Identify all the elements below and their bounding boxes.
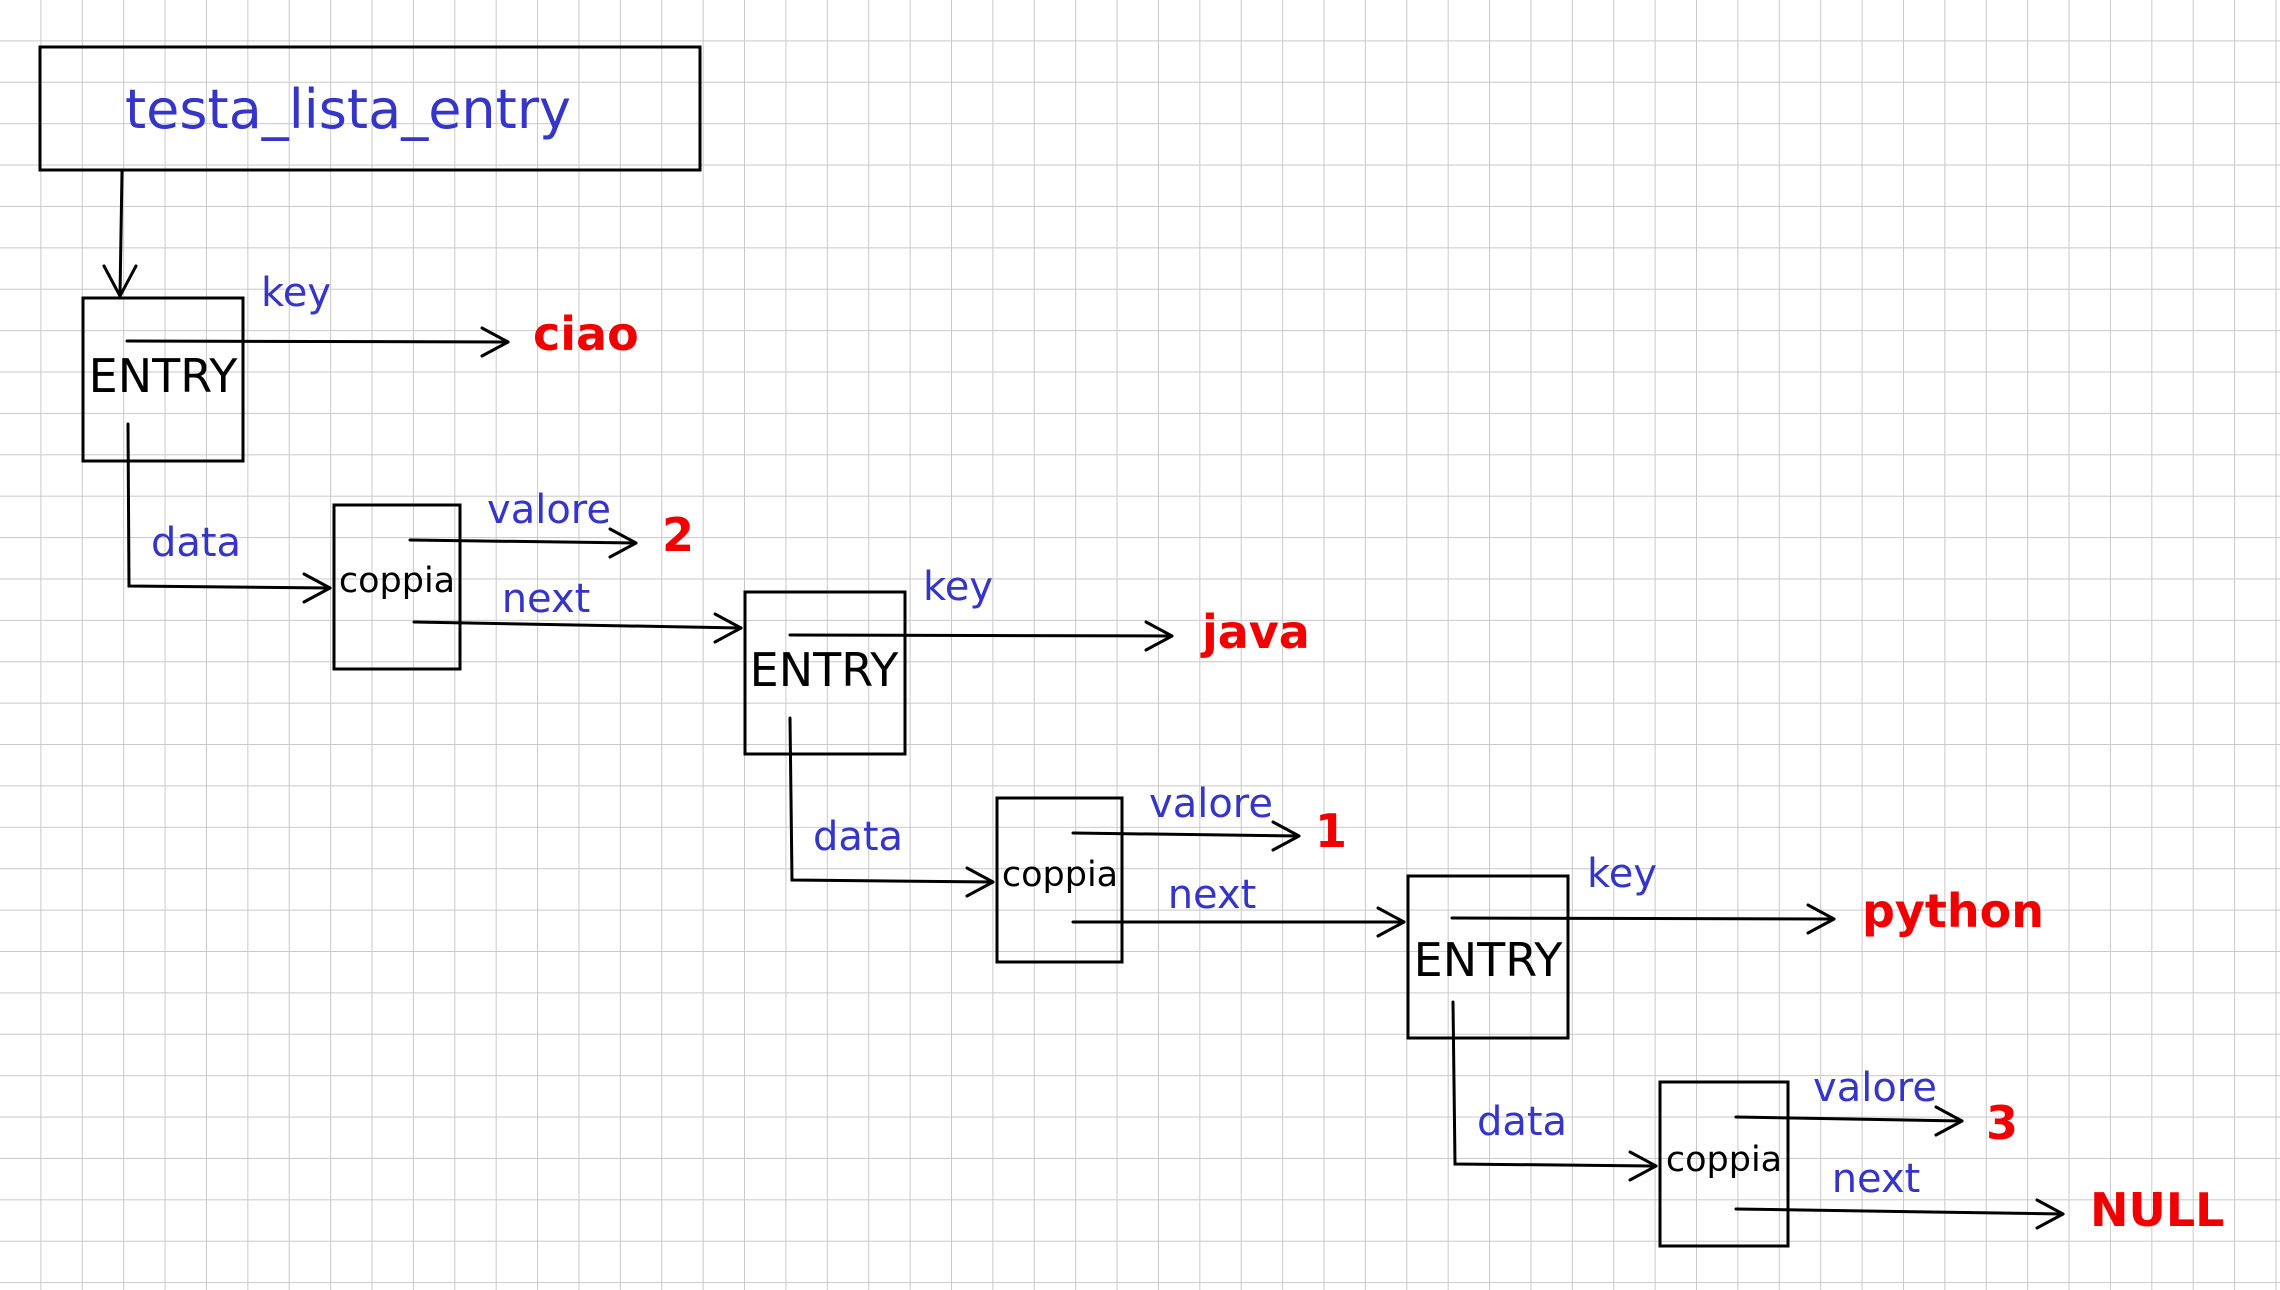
- key-arrow-3: [1450, 916, 1836, 921]
- head-pointer-arrow: [118, 170, 124, 298]
- entry-label-1: ENTRY: [89, 349, 239, 403]
- key-value-2: java: [1200, 605, 1310, 659]
- entry-label-3: ENTRY: [1414, 933, 1564, 987]
- valore-label-3: valore: [1813, 1065, 1937, 1111]
- data-arrowhead-3: [1628, 1150, 1658, 1182]
- valore-arrow-3: [1734, 1115, 1964, 1123]
- next-label-3: next: [1832, 1156, 1921, 1202]
- key-arrowhead-1: [480, 326, 510, 358]
- valore-arrowhead-2: [1271, 820, 1301, 852]
- valore-value-3: 3: [1986, 1096, 2018, 1150]
- coppia-label-1: coppia: [339, 561, 455, 601]
- next-label-2: next: [1168, 872, 1257, 918]
- coppia-label-2: coppia: [1002, 855, 1118, 895]
- head-pointer-arrowhead: [102, 264, 138, 298]
- coppia-box-3: [1658, 1080, 1790, 1248]
- next-arrow-3: [1734, 1207, 2065, 1216]
- data-arrowhead-2: [965, 866, 995, 898]
- data-arrow-3: [1451, 1000, 1658, 1168]
- data-arrowhead-1: [302, 572, 332, 604]
- key-arrowhead-2: [1144, 620, 1174, 652]
- entry-box-3: [1406, 874, 1570, 1040]
- valore-arrowhead-3: [1934, 1105, 1964, 1137]
- null-terminator: NULL: [2090, 1183, 2224, 1237]
- key-value-3: python: [1862, 884, 2044, 938]
- entry-box-1: [81, 296, 245, 463]
- next-arrowhead-1: [713, 612, 743, 644]
- next-arrowhead-2: [1376, 906, 1406, 938]
- coppia-box-1: [332, 503, 462, 671]
- next-arrow-1: [412, 620, 743, 630]
- valore-arrowhead-1: [608, 527, 638, 559]
- data-label-3: data: [1477, 1099, 1567, 1145]
- valore-arrow-2: [1071, 831, 1301, 838]
- entry-box-2: [743, 590, 907, 756]
- key-arrow-2: [788, 633, 1174, 638]
- data-label-2: data: [813, 814, 903, 860]
- coppia-box-2: [995, 796, 1124, 964]
- key-label-3: key: [1587, 851, 1657, 897]
- key-label-1: key: [261, 270, 331, 316]
- key-arrowhead-3: [1806, 903, 1836, 935]
- valore-label-1: valore: [487, 487, 611, 533]
- valore-label-2: valore: [1149, 781, 1273, 827]
- data-arrow-2: [788, 716, 995, 884]
- next-arrowhead-3: [2035, 1198, 2065, 1230]
- coppia-label-3: coppia: [1666, 1140, 1782, 1180]
- valore-arrow-1: [408, 538, 638, 545]
- head-label: testa_lista_entry: [125, 78, 571, 141]
- data-arrow-1: [126, 422, 332, 590]
- next-label-1: next: [502, 576, 591, 622]
- key-arrow-1: [125, 339, 510, 344]
- head-box: [38, 45, 702, 172]
- key-value-1: ciao: [533, 307, 639, 361]
- valore-value-2: 1: [1315, 804, 1347, 858]
- data-label-1: data: [151, 520, 241, 566]
- entry-label-2: ENTRY: [750, 643, 900, 697]
- key-label-2: key: [923, 564, 993, 610]
- valore-value-1: 2: [662, 508, 694, 562]
